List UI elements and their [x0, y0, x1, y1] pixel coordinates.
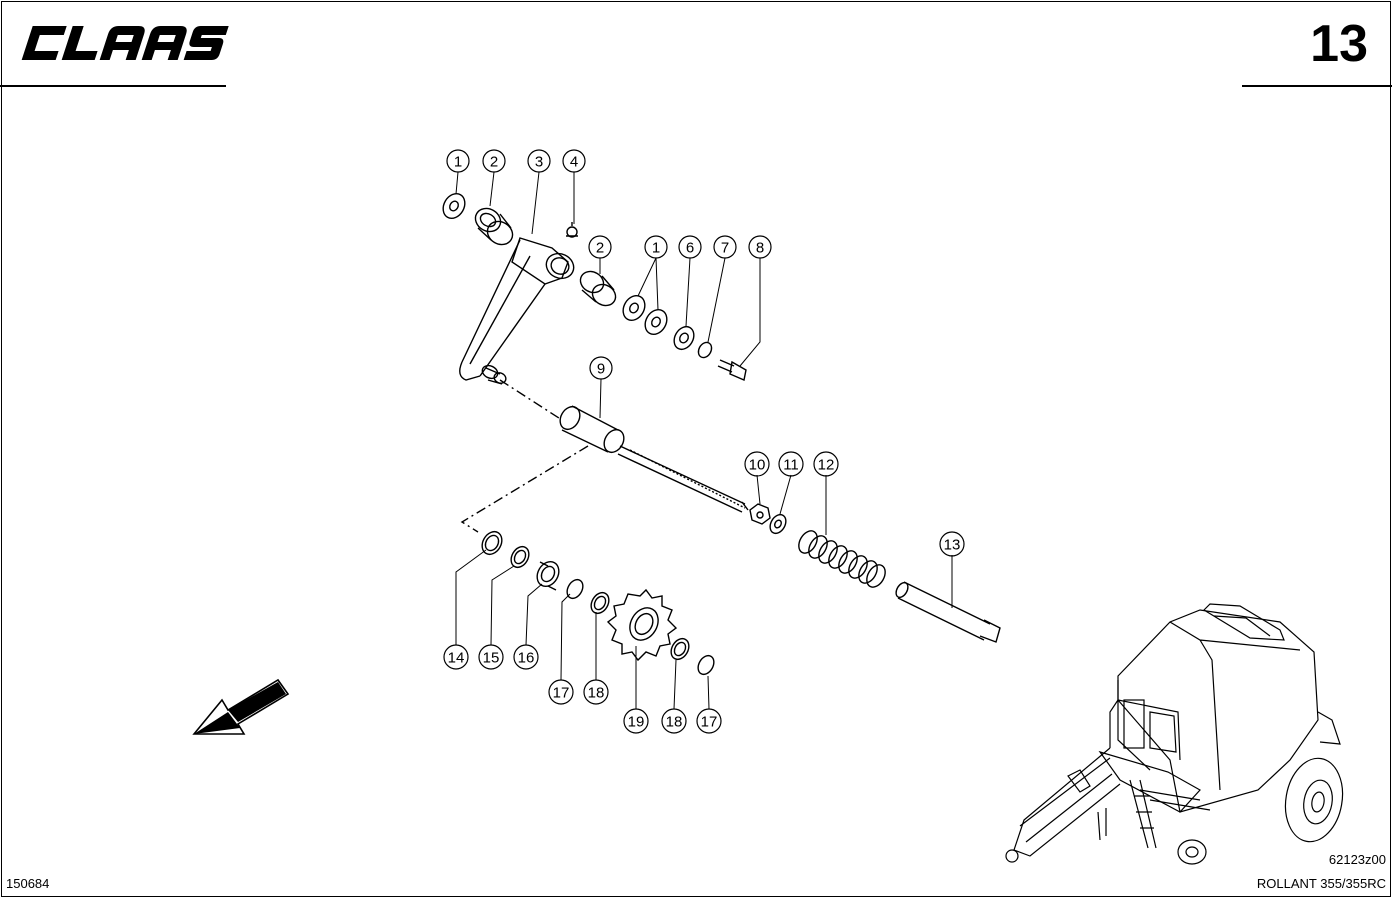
leader-lines — [455, 171, 953, 710]
callout-label: 18 — [588, 685, 605, 702]
callout-19 — [623, 708, 649, 734]
part-nut-10 — [749, 503, 771, 525]
page-number: 13 — [1310, 15, 1368, 73]
model-name: ROLLANT 355/355RC — [1256, 876, 1386, 891]
part-washer-6 — [673, 325, 695, 351]
callout-16 — [513, 644, 539, 670]
part-seal-14 — [481, 530, 503, 556]
callout-label: 11 — [783, 457, 799, 474]
callout-17a — [548, 679, 574, 705]
callout-label: 15 — [483, 650, 500, 667]
part-ring-15 — [510, 545, 530, 569]
callout-1b — [644, 235, 668, 259]
part-bearing-16 — [536, 560, 560, 591]
callout-label: 9 — [597, 361, 605, 378]
part-bolt-8 — [717, 359, 747, 381]
part-pin-13 — [895, 581, 1001, 643]
callout-18a — [583, 679, 609, 705]
callout-label: 10 — [749, 457, 766, 474]
callout-4 — [562, 149, 586, 173]
callout-label: 13 — [944, 537, 961, 554]
callout-10 — [744, 451, 770, 477]
callout-label: 16 — [518, 650, 535, 667]
callout-8 — [748, 235, 772, 259]
callout-label: 3 — [535, 154, 543, 171]
callout-18b — [661, 708, 687, 734]
callout-label: 18 — [666, 714, 683, 731]
callout-label: 2 — [596, 240, 604, 257]
drawing-code: 62123z00 — [1328, 852, 1386, 867]
callout-label: 8 — [756, 240, 764, 257]
callout-1a — [446, 149, 470, 173]
part-lever-arm-3 — [459, 237, 575, 385]
claas-logo — [21, 26, 229, 60]
part-washer-1 — [442, 192, 466, 220]
part-washer-11 — [769, 513, 787, 535]
part-spring-12 — [798, 530, 886, 588]
callout-9 — [589, 356, 613, 380]
callout-label: 1 — [652, 240, 660, 257]
part-circlip-17b — [697, 654, 715, 676]
callout-6 — [678, 235, 702, 259]
callout-balloons — [443, 149, 965, 734]
part-grease-nipple-4 — [566, 222, 578, 238]
callout-2a — [482, 149, 506, 173]
callout-label: 12 — [818, 457, 835, 474]
part-ring-18b — [670, 637, 690, 661]
callout-label: 17 — [701, 714, 718, 731]
callout-label: 7 — [721, 240, 729, 257]
part-bushing-2a — [474, 207, 514, 246]
callout-12 — [813, 451, 839, 477]
callout-label: 19 — [628, 714, 645, 731]
part-circlip-17a — [566, 578, 584, 600]
part-sprocket-19 — [606, 588, 678, 662]
header-rule-right — [1242, 85, 1392, 87]
callout-14 — [443, 644, 469, 670]
callout-label: 1 — [454, 154, 462, 171]
part-threaded-rod-9 — [559, 405, 749, 513]
callout-label: 6 — [686, 240, 694, 257]
callout-11 — [778, 451, 804, 477]
callout-2b — [588, 235, 612, 259]
part-washer-1b — [622, 294, 646, 322]
callout-label: 17 — [553, 685, 570, 702]
part-bushing-2b — [579, 270, 617, 307]
callout-13 — [939, 531, 965, 557]
callout-label: 2 — [490, 154, 498, 171]
header-rule-left — [0, 85, 226, 87]
part-lock-washer-7 — [697, 341, 713, 359]
callout-label: 4 — [570, 154, 578, 171]
document-code: 150684 — [6, 876, 50, 891]
callout-17b — [696, 708, 722, 734]
callout-label: 14 — [448, 650, 465, 667]
callout-15 — [478, 644, 504, 670]
part-washer-1c — [644, 308, 668, 336]
callout-labels: 1 2 3 4 2 1 6 7 8 9 10 11 12 13 14 15 16… — [448, 154, 961, 731]
callout-3 — [527, 149, 551, 173]
callout-7 — [713, 235, 737, 259]
arrow-down-left-icon — [192, 678, 290, 735]
part-ring-18a — [590, 591, 610, 615]
round-baler-illustration — [1005, 603, 1344, 865]
